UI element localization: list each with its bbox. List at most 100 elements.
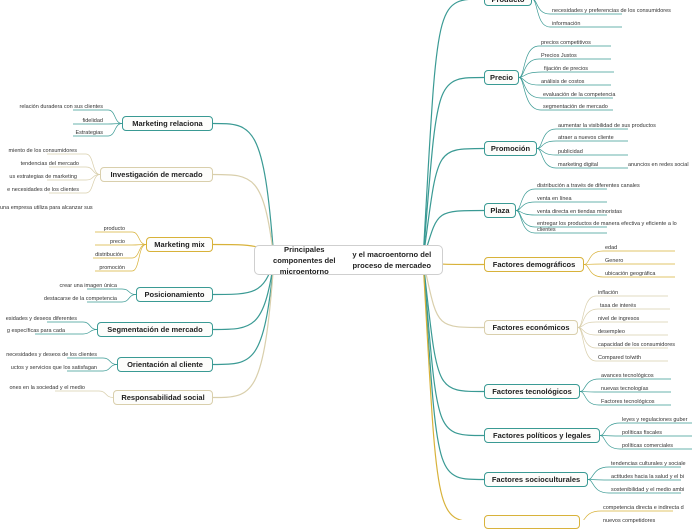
connector (212, 259, 275, 399)
central-topic[interactable]: Principales componentes del microentorno… (254, 244, 443, 276)
branch-item: ones en la sociedad y el medio (9, 385, 85, 391)
branch-item: Factores tecnológicos (601, 399, 655, 405)
branch-item: fidelidad (82, 118, 104, 124)
branch-node-right[interactable]: Factores políticos y legales (484, 428, 600, 443)
branch-node-right[interactable]: Promoción (484, 141, 537, 156)
connector (95, 244, 147, 246)
branch-node-right[interactable]: Precio (484, 70, 519, 85)
branch-item: venta directa en tiendas minoristas (537, 209, 622, 215)
branch-item: atraer a nuevos cliente (558, 135, 614, 141)
branch-node-right[interactable]: Factores socioculturales (484, 472, 588, 487)
connector (47, 153, 101, 175)
connector (518, 58, 611, 78)
connector (35, 329, 98, 335)
branch-item: uctos y servicios que los satisfagan (10, 365, 97, 371)
branch-item: tasa de interés (600, 303, 637, 309)
branch-item: aumentar la visibilidad de sus productos (558, 123, 656, 129)
connector (515, 210, 607, 234)
connector (518, 71, 614, 78)
connector (579, 391, 671, 406)
branch-item: Precios Justos (541, 53, 577, 59)
connector (73, 109, 123, 124)
connector (49, 174, 101, 194)
branch-item: edad (605, 245, 618, 251)
branch-item: análisis de costos (541, 79, 585, 85)
connector (47, 321, 98, 330)
connector (95, 244, 147, 272)
branch-item: necesidades y deseos de los clientes (6, 352, 97, 358)
branch-item: evaluación de la competencia (543, 92, 616, 98)
branch-node-right[interactable]: Factores demográficos (484, 257, 584, 272)
branch-item: Estrategias (75, 130, 103, 136)
connector (422, 0, 469, 261)
branch-item: sostenibilidad y el medio ambi (611, 487, 685, 493)
connector (212, 259, 275, 366)
branch-item: una empresa utiliza para alcanzar sus (0, 205, 93, 211)
branch-item: Compared to/with (598, 355, 642, 361)
connector (73, 123, 123, 137)
branch-item: entregar los productos de manera efectiv… (537, 221, 677, 227)
connector (518, 77, 611, 86)
connector (599, 422, 692, 436)
branch-item: políticas fiscales (622, 430, 663, 436)
branch-item: distribución a través de diferentes cana… (537, 183, 640, 189)
branch-item: us estrategias de marketing (9, 174, 77, 180)
branch-item: esidades y deseos diferentes (5, 316, 77, 322)
branch-node-right[interactable] (484, 515, 580, 529)
branch-item: publicidad (558, 149, 583, 155)
branch-node-left[interactable]: Segmentación de mercado (97, 322, 213, 337)
branch-item: nivel de ingresos (598, 316, 640, 322)
central-topic-line: Principales componentes del microentorno (273, 244, 336, 276)
branch-item: anuncios en redes social (628, 162, 689, 168)
connector (212, 259, 275, 331)
branch-node-left[interactable]: Responsabilidad social (113, 390, 213, 405)
connector (587, 466, 681, 480)
connector (212, 173, 275, 261)
branch-item: actitudes hacia la salud y el bi (611, 474, 685, 480)
branch-item: promoción (99, 265, 125, 271)
branch-item: marketing digital (558, 162, 599, 168)
connector (515, 210, 607, 216)
connector (536, 148, 628, 169)
connector (67, 357, 118, 365)
branch-item: destacarse de la competencia (43, 296, 117, 302)
connector (73, 123, 123, 125)
branch-item: competencia directa e indirecta d (603, 505, 684, 511)
connector (536, 128, 628, 149)
connector (583, 250, 675, 265)
connector (587, 479, 681, 494)
branch-node-left[interactable]: Orientación al cliente (117, 357, 213, 372)
connector (422, 147, 485, 261)
branch-item: desempleo (598, 329, 625, 335)
connector (515, 201, 607, 211)
connector (579, 378, 671, 392)
connector (532, 0, 622, 28)
branch-node-left[interactable]: Posicionamiento (136, 287, 213, 302)
branch-item: nuevas tecnologías (601, 386, 649, 392)
connector (533, 0, 622, 15)
branch-item: avances tecnológicos (601, 373, 654, 379)
central-topic-line: y el macroentorno del proceso de mercade… (352, 250, 432, 270)
branch-item: leyes y regulaciones guber (622, 417, 688, 423)
connector (536, 140, 628, 149)
connector (583, 510, 673, 520)
branch-node-right[interactable]: Factores económicos (484, 320, 578, 335)
branch-node-left[interactable]: Marketing relaciona (122, 116, 213, 131)
branch-node-left[interactable]: Investigación de mercado (100, 167, 213, 182)
connector (515, 188, 607, 211)
branch-node-left[interactable]: Marketing mix (146, 237, 213, 252)
branch-node-right[interactable]: Producto (484, 0, 532, 6)
branch-item: inflación (598, 290, 619, 296)
branch-item: políticas comerciales (622, 443, 674, 449)
connector (212, 122, 275, 261)
branch-node-right[interactable]: Plaza (484, 203, 516, 218)
connector (422, 259, 485, 437)
branch-item: capacidad de los consumidores (598, 342, 676, 348)
branch-item: precio (110, 239, 125, 245)
connector (422, 259, 485, 481)
connector (583, 264, 675, 278)
branch-item: e necesidades de los clientes (7, 187, 79, 193)
branch-node-right[interactable]: Factores tecnológicos (484, 384, 580, 399)
branch-item: información (552, 21, 581, 27)
